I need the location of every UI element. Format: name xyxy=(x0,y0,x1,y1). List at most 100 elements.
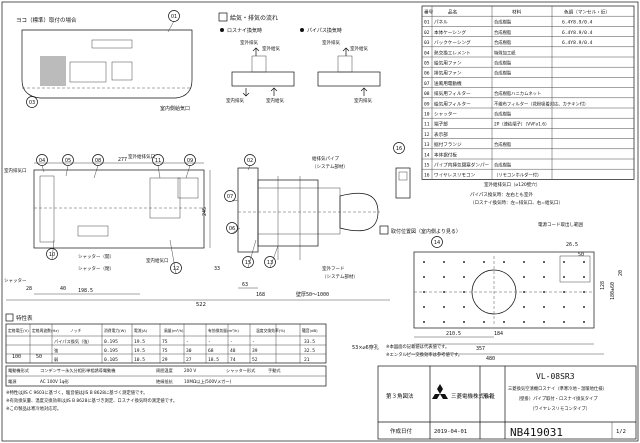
spec-noise: 21 xyxy=(304,357,310,363)
callout-07: 07 xyxy=(227,194,233,200)
mount-dim-50: 50 xyxy=(578,252,584,258)
top-view-slot xyxy=(91,39,133,49)
parts-row-no: 03 xyxy=(424,40,430,46)
flow2-arrow-a xyxy=(342,47,350,56)
screw-hole xyxy=(543,306,545,308)
parts-row-material: 特殊加工紙 xyxy=(494,49,516,56)
screw-hole xyxy=(423,261,425,263)
flow-title-box xyxy=(218,12,228,22)
parts-row-name: ワイヤレスリモコン xyxy=(434,173,476,179)
spec-temp: 68 xyxy=(208,348,214,354)
parts-row-no: 02 xyxy=(424,30,430,36)
side-view-body xyxy=(237,167,259,253)
mount-dim-2105: 210.5 xyxy=(446,331,461,337)
parts-row-material: 不織布フィルター（花粉吸着対応、カテキン付） xyxy=(494,100,588,107)
spec-header: 温度交換効率(%) xyxy=(256,328,286,333)
parts-row-no: 16 xyxy=(424,173,430,179)
mount-plate-outline xyxy=(413,251,595,329)
parts-row-name: 端子部 xyxy=(434,121,448,128)
callout-leader xyxy=(51,239,55,260)
mount-dim-357: 357 xyxy=(476,346,485,352)
spec-temp: 18.5 xyxy=(208,357,219,363)
screw-hole xyxy=(583,261,585,263)
parts-row-material: 合成樹脂 xyxy=(494,70,512,77)
spec-bottom-note: ※エンタルピー交換効率は参考値です。 xyxy=(386,351,462,358)
screw-hole xyxy=(443,276,445,278)
spec-extra-val: 200 V xyxy=(184,368,196,373)
spec-power: 19.5 xyxy=(134,339,145,345)
parts-row-name: 給気用ファン xyxy=(434,60,462,67)
model-label: 形名 xyxy=(483,392,494,400)
spec-extra-val: AC 100V 1φ形 xyxy=(40,378,70,385)
parts-row-name: パネル xyxy=(434,20,448,26)
screw-hole xyxy=(503,321,505,323)
flow-mode-2: パイパス換気時 xyxy=(307,27,342,34)
spec-table: 特性表 定格電圧(V)定格周波数(Hz)ノッチ消費電力(W)電流(A)風量(m³… xyxy=(5,313,462,412)
spec-notch: 弱 xyxy=(54,357,58,363)
spec-enthalpy-heat: - xyxy=(252,340,255,345)
parts-row-no: 14 xyxy=(424,152,430,158)
side-label-hood-system: （システム部材） xyxy=(322,273,358,280)
parts-row-name: 排気用フィルター xyxy=(434,90,471,97)
parts-row-name: 表示部 xyxy=(434,131,448,138)
side-label-pipe: 給排気パイプ xyxy=(312,155,339,162)
screw-hole xyxy=(483,321,485,323)
dim-28: 28 xyxy=(26,286,32,292)
parts-row-material: （リモコンホルダー付） xyxy=(494,172,541,179)
parts-row-name: パイプ内挿気閉塞ダンパー xyxy=(434,162,490,169)
callout-leader xyxy=(169,239,177,274)
screw-hole xyxy=(563,261,565,263)
screw-hole xyxy=(583,276,585,278)
callout-leader xyxy=(247,239,257,268)
side-view-pipe xyxy=(257,187,341,235)
flow1-in-supply: 室内給気 xyxy=(266,97,284,104)
spec-enthalpy-heat: 52 xyxy=(252,357,258,363)
mount-label-hole: 室外給排気口（⌀120壁穴） xyxy=(484,181,540,188)
spec-current: 0.105 xyxy=(104,357,118,363)
callout-03: 03 xyxy=(29,100,35,106)
dim-168: 168 xyxy=(256,292,265,298)
top-view-hatch-left xyxy=(40,56,66,86)
callout-leader xyxy=(269,245,279,268)
spec-title-box xyxy=(5,313,14,322)
flow2-out-supply: 室外給気 xyxy=(350,45,368,52)
callout-03-circle xyxy=(26,96,38,108)
callout-leader xyxy=(93,165,99,179)
remote-screen xyxy=(398,171,408,181)
callout-leader xyxy=(247,165,251,171)
mitsubishi-logo xyxy=(432,384,448,399)
model-description-3: （ワイヤレスリモコンタイプ） xyxy=(530,405,590,412)
parts-row-color: 6.4Y8.9/0.4 xyxy=(562,40,593,46)
parts-row-material: 合成樹脂 xyxy=(494,111,512,118)
spec-header: 有効換気量(m³/h) xyxy=(208,328,239,333)
callout-04: 04 xyxy=(39,158,45,164)
spec-header: 騒音(dB) xyxy=(302,328,318,333)
spec-effective: - xyxy=(186,340,189,345)
model-description-1: 三菱換気空清機ロスナイ（準寒冷地・温暖地仕様） xyxy=(508,385,607,392)
front-label-shutter-open: シャッター（開） xyxy=(78,253,114,260)
screw-hole xyxy=(423,276,425,278)
parts-row-material: 合成樹脂 xyxy=(494,141,512,148)
parts-row-material: 合成樹脂 xyxy=(494,19,512,26)
dim-522: 522 xyxy=(196,302,206,308)
screw-hole xyxy=(583,291,585,293)
screw-hole xyxy=(443,291,445,293)
spec-current: 0.195 xyxy=(104,339,118,345)
mount-dim-265: 26.5 xyxy=(566,242,578,248)
screw-hole xyxy=(463,261,465,263)
spec-extra-val: 手動式 xyxy=(268,367,281,374)
screw-hole xyxy=(443,321,445,323)
spec-header: 消費電力(W) xyxy=(104,328,126,333)
flow-bullet-1 xyxy=(220,28,224,32)
side-view-hood xyxy=(339,192,379,232)
parts-row-color: 6.4Y8.9/0.4 xyxy=(562,30,593,36)
parts-row-no: 05 xyxy=(424,61,430,67)
dim-63: 63 xyxy=(242,282,248,288)
spec-header: 定格電圧(V) xyxy=(8,328,29,333)
parts-row-no: 10 xyxy=(424,112,430,118)
callout-10: 10 xyxy=(49,252,55,258)
spec-enthalpy-cool: - xyxy=(230,340,233,345)
mount-label-note2: （ロスナイ換気時：左=排気口、右=給気口） xyxy=(470,199,563,206)
callout-06: 06 xyxy=(229,226,235,232)
